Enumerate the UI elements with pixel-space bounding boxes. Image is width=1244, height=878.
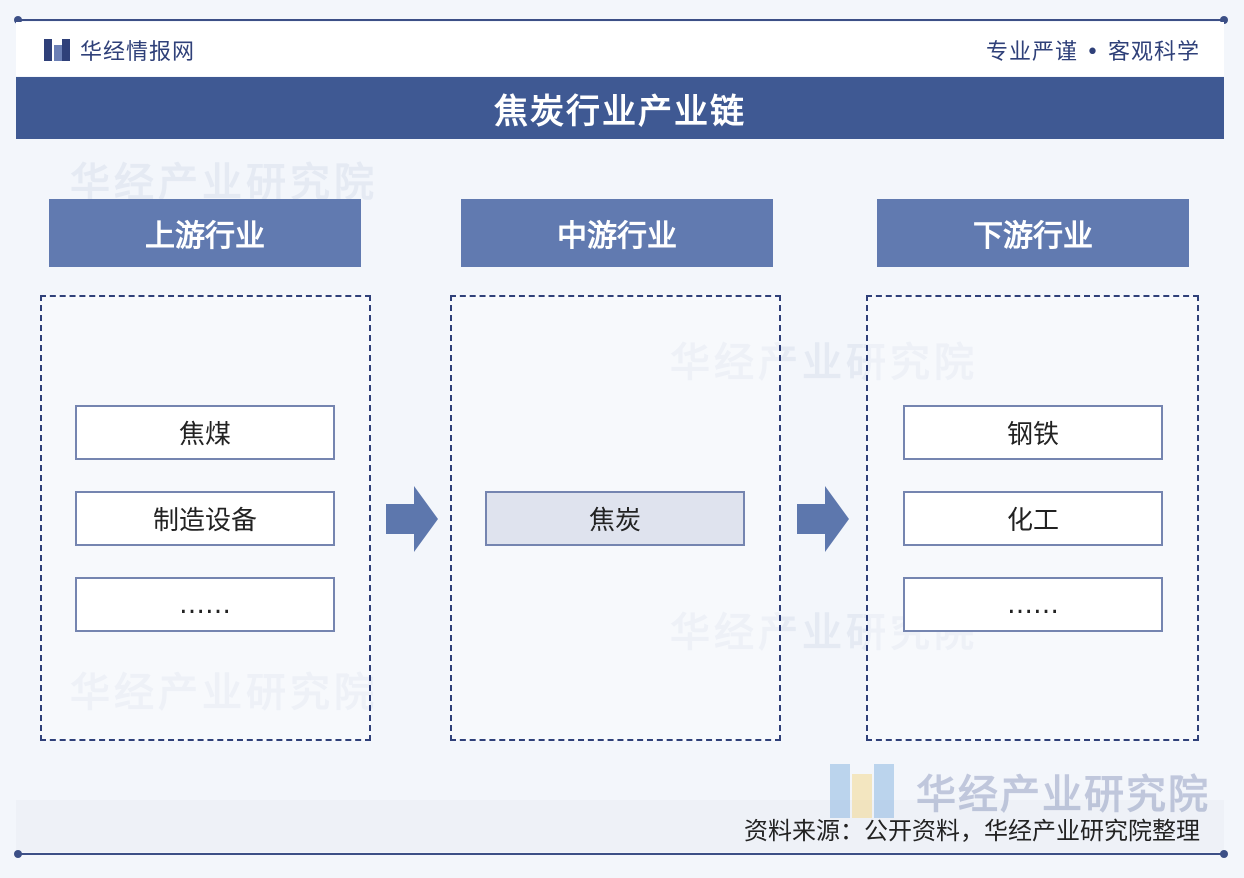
watermark-logo-icon <box>830 764 894 818</box>
downstream-item-steel: 钢铁 <box>903 405 1163 460</box>
brand-logo: 华经情报网 <box>44 38 195 65</box>
title-bar: 焦炭行业产业链 <box>16 77 1224 139</box>
upstream-item-more: …… <box>75 577 335 632</box>
upstream-item-coking-coal: 焦煤 <box>75 405 335 460</box>
watermark-logo: 华经产业研究院 <box>830 762 1210 820</box>
diagram-title: 焦炭行业产业链 <box>494 91 746 132</box>
midstream-item-coke: 焦炭 <box>485 491 745 546</box>
brand-logo-icon <box>44 39 70 61</box>
source-note: 资料来源：公开资料，华经产业研究院整理 <box>744 817 1200 845</box>
watermark-logo-text: 华经产业研究院 <box>916 772 1210 818</box>
downstream-item-more: …… <box>903 577 1163 632</box>
upstream-item-equipment: 制造设备 <box>75 491 335 546</box>
footer-band <box>16 800 1224 852</box>
watermark-text: 华经产业研究院 <box>670 340 978 386</box>
top-rule <box>14 16 1228 24</box>
downstream-item-chemical: 化工 <box>903 491 1163 546</box>
watermark-text: 华经产业研究院 <box>70 160 378 206</box>
watermark-text: 华经产业研究院 <box>70 670 378 716</box>
upstream-heading: 上游行业 <box>49 199 361 267</box>
midstream-heading: 中游行业 <box>461 199 773 267</box>
bottom-rule <box>14 850 1228 858</box>
slogan: 专业严谨 • 客观科学 <box>986 40 1200 65</box>
header-bar: 华经情报网 专业严谨 • 客观科学 <box>16 22 1224 76</box>
downstream-heading: 下游行业 <box>877 199 1189 267</box>
brand-name: 华经情报网 <box>80 40 196 65</box>
right-arrow-icon <box>386 486 438 552</box>
right-arrow-icon <box>797 486 849 552</box>
